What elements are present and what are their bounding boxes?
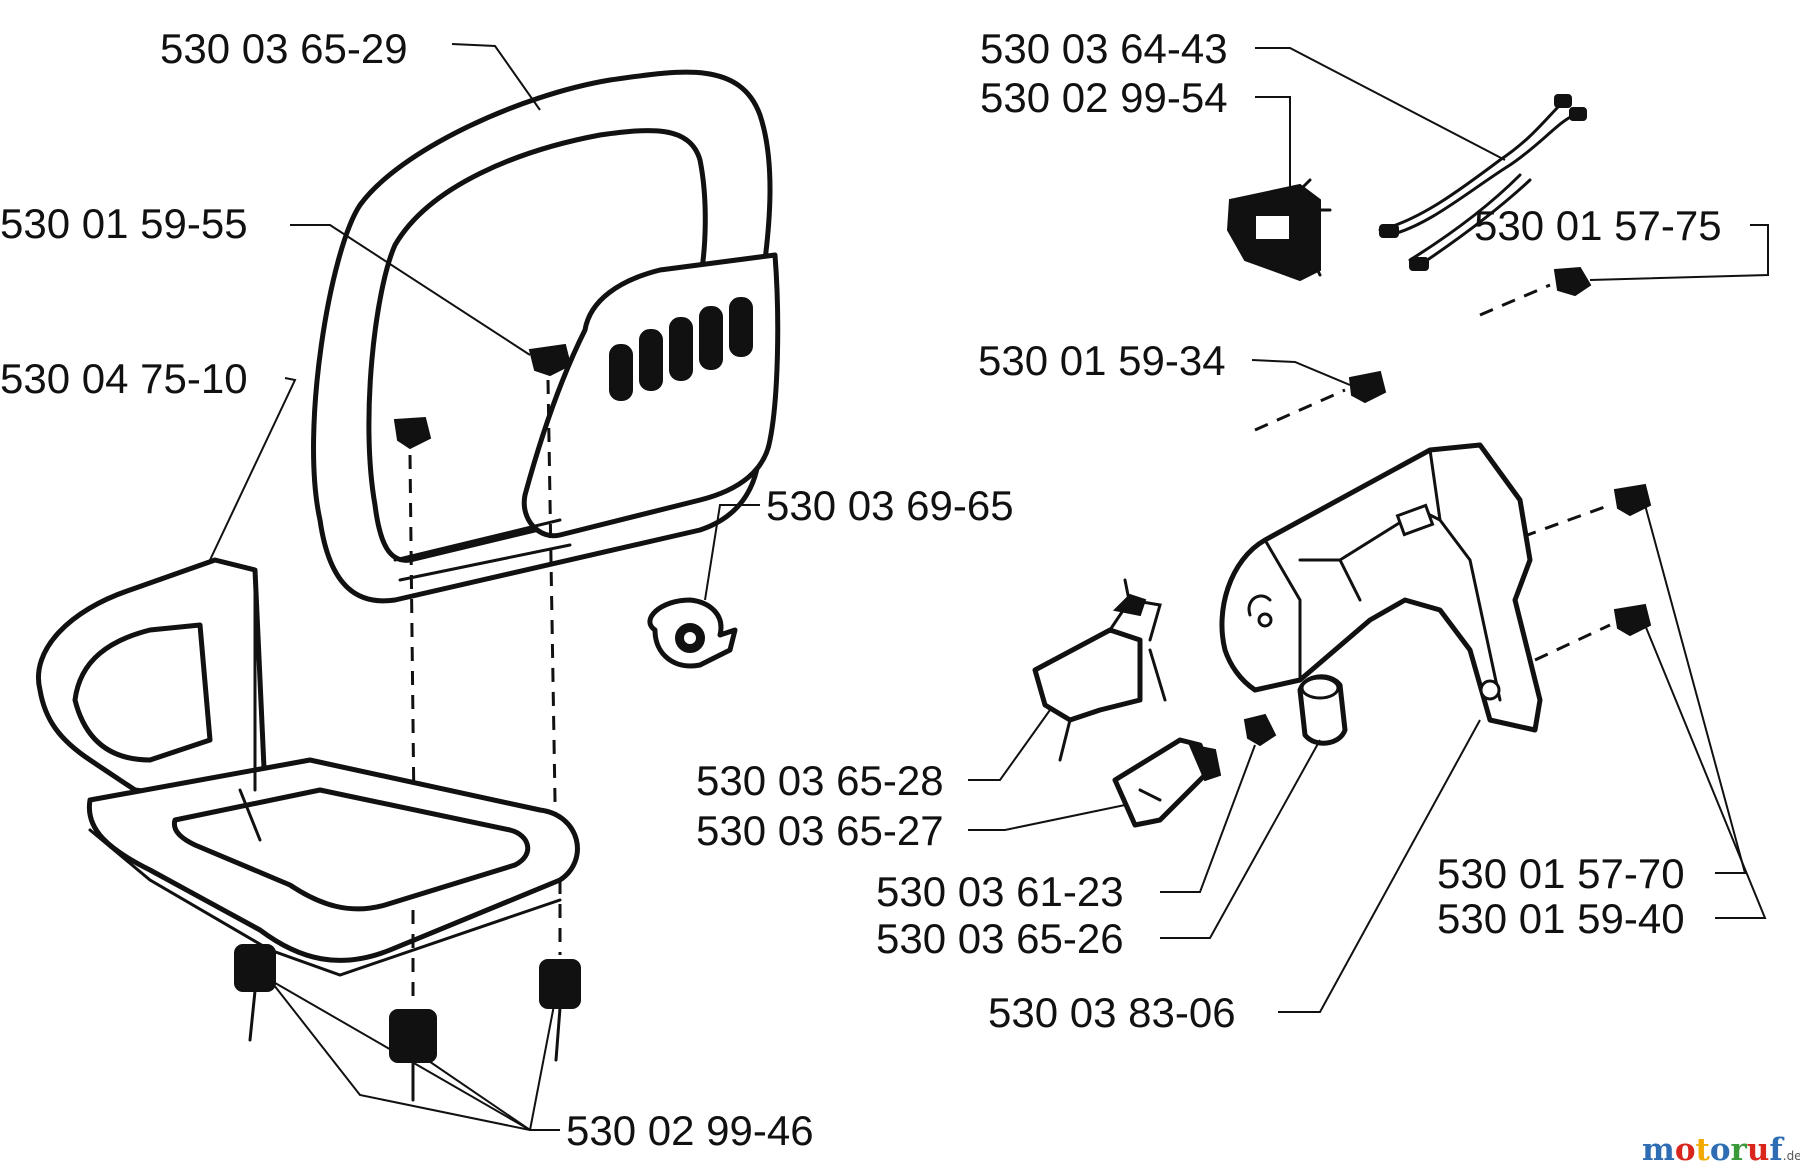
front-handle [311,69,781,604]
cable [1378,94,1587,271]
label-530-03-65-27: 530 03 65-27 [696,807,944,854]
label-530-03-69-65: 530 03 69-65 [766,482,1014,529]
label-530-03-65-29: 530 03 65-29 [160,25,408,72]
label-530-01-57-75: 530 01 57-75 [1474,202,1722,249]
label-530-01-59-40: 530 01 59-40 [1437,895,1685,942]
leader-lines [209,43,1769,1131]
lock-button [1112,737,1222,828]
watermark-letter: r [1731,1132,1748,1168]
trigger [1032,578,1167,762]
watermark-letter: t [1696,1132,1711,1168]
handle-screws [393,343,572,901]
watermark-letter: u [1747,1132,1770,1168]
watermark-text: motoruf.de [1642,1132,1800,1168]
label-530-03-65-28: 530 03 65-28 [696,757,944,804]
label-530-04-75-10: 530 04 75-10 [0,355,248,402]
watermark-suffix: .de [1783,1149,1800,1163]
spring [1243,713,1277,747]
watermark-letter: m [1642,1132,1675,1168]
sleeve [1297,674,1348,746]
label-530-01-57-70: 530 01 57-70 [1437,850,1685,897]
watermark-letter: f [1769,1132,1784,1168]
switch [1226,178,1332,282]
label-530-01-59-34: 530 01 59-34 [978,337,1226,384]
label-530-02-99-46: 530 02 99-46 [566,1107,814,1154]
knob [647,597,738,669]
part-labels: 530 03 65-29 530 01 59-55 530 04 75-10 5… [0,25,1722,1154]
switch-housing [1219,442,1543,733]
label-530-03-83-06: 530 03 83-06 [988,989,1236,1036]
watermark-letter: o [1710,1132,1731,1168]
watermark-letter: o [1675,1132,1696,1168]
handle-base [36,557,580,977]
label-530-03-65-26: 530 03 65-26 [876,915,1124,962]
label-530-01-59-55: 530 01 59-55 [0,200,248,247]
label-530-02-99-54: 530 02 99-54 [980,74,1228,121]
label-530-03-64-43: 530 03 64-43 [980,25,1228,72]
label-530-03-61-23: 530 03 61-23 [876,868,1124,915]
watermark-logo: motoruf.de [1642,1132,1800,1168]
housing-screws [1254,266,1652,662]
